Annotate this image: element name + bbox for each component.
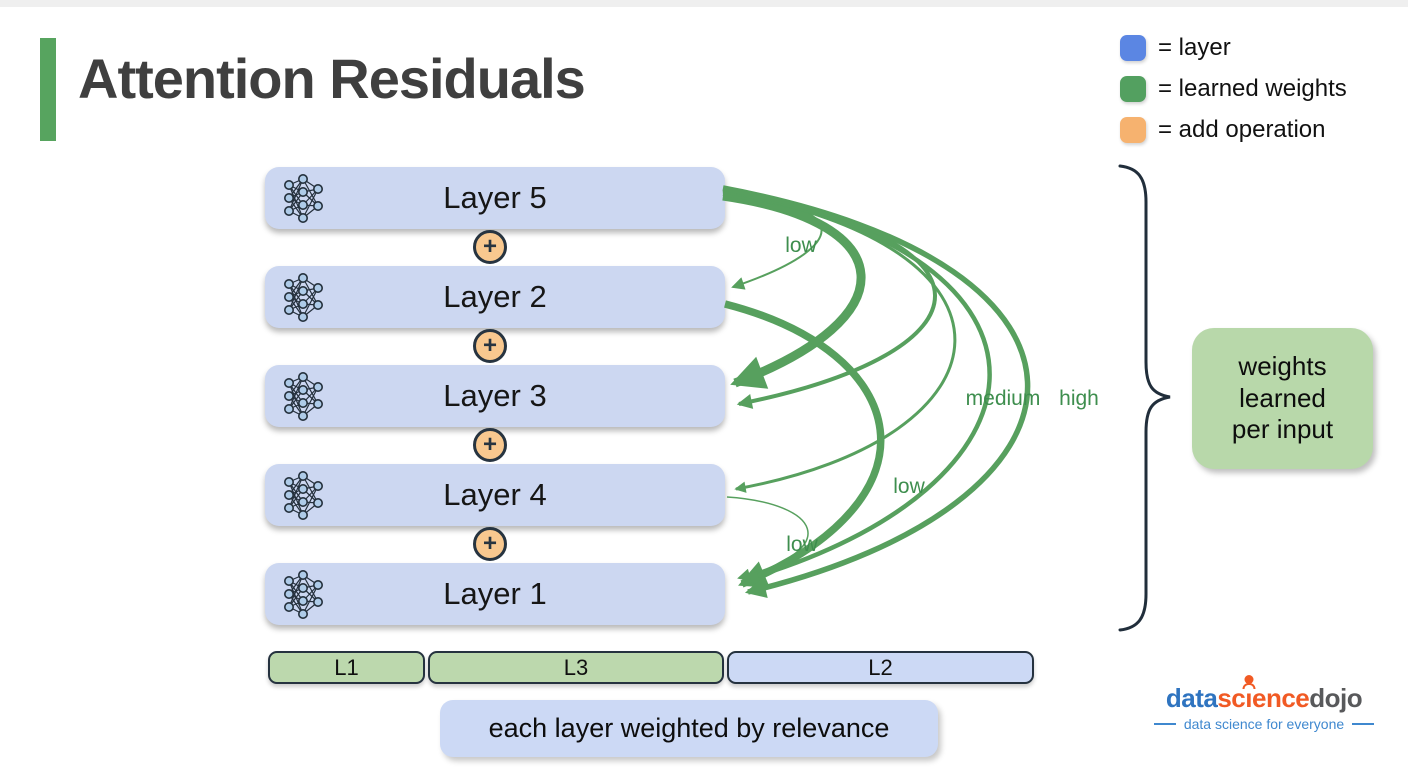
- layer-box-4: Layer 4: [265, 464, 725, 526]
- weight-label-high: high: [1059, 387, 1099, 410]
- neural-network-icon: [284, 273, 323, 322]
- residual-arrow-low-to-layer2: [722, 198, 823, 290]
- legend-item-add-operation: = add operation: [1120, 116, 1347, 143]
- bar-segment-l1: L1: [268, 651, 425, 684]
- weights-box-line: learned: [1239, 382, 1326, 413]
- residual-arrow-thick-to-layer3: [722, 191, 866, 389]
- legend-label: = add operation: [1158, 115, 1326, 143]
- logo-tagline: data science for everyone: [1150, 716, 1378, 732]
- curly-brace: [1118, 164, 1171, 632]
- residual-arrow-high-to-layer1: [722, 185, 1031, 598]
- layer-label: Layer 1: [443, 576, 547, 611]
- tagline-dash: [1352, 722, 1375, 725]
- weights-box-line: weights: [1238, 350, 1327, 381]
- weight-label-low: low: [786, 533, 818, 556]
- bar-segment-l3: L3: [428, 651, 724, 684]
- weight-label-medium: medium: [966, 387, 1041, 410]
- bar-segment-l2: L2: [727, 651, 1034, 684]
- add-operation-icon: +: [473, 428, 507, 462]
- tagline-dash: [1153, 722, 1176, 725]
- top-edge-strip: [0, 0, 1408, 7]
- legend-label: = learned weights: [1158, 74, 1347, 102]
- layer-box-5: Layer 5: [265, 167, 725, 229]
- residual-arrow-low-to-layer1: [726, 496, 809, 582]
- layer-label: Layer 2: [443, 279, 547, 314]
- caption-box: each layer weighted by relevance: [440, 700, 938, 757]
- tagline-text: data science for everyone: [1183, 715, 1345, 732]
- weights-box-line: per input: [1231, 414, 1334, 445]
- layer-color-swatch: [1120, 34, 1146, 61]
- neural-network-icon: [284, 372, 323, 421]
- residual-arrow-to-layer3: [722, 192, 937, 409]
- weight-label-low: low: [785, 234, 817, 257]
- learned-weights-color-swatch: [1120, 75, 1146, 102]
- title-accent-bar: [40, 38, 56, 141]
- logo-part-dojo: dojo: [1309, 683, 1363, 713]
- weight-label-low: low: [893, 475, 925, 498]
- legend: = layer = learned weights = add operatio…: [1120, 34, 1347, 143]
- layer-box-1: Layer 1: [265, 563, 725, 625]
- layer-label: Layer 4: [443, 477, 547, 512]
- legend-item-layer: = layer: [1120, 34, 1347, 61]
- add-operation-icon: +: [473, 527, 507, 561]
- residual-arrow-medium-to-layer1: [722, 187, 992, 585]
- add-operation-icon: +: [473, 329, 507, 363]
- layer-box-3: Layer 3: [265, 365, 725, 427]
- add-operation-icon: +: [473, 230, 507, 264]
- logo-person-icon: ı: [1242, 675, 1256, 713]
- legend-label: = layer: [1158, 33, 1231, 61]
- logo-part-data: data: [1165, 683, 1218, 713]
- add-operation-color-swatch: [1120, 116, 1146, 143]
- neural-network-icon: [284, 471, 323, 520]
- neural-network-icon: [284, 174, 323, 223]
- residual-arrow-low-to-layer4: [722, 190, 957, 493]
- layer-box-2: Layer 2: [265, 266, 725, 328]
- layer-label: Layer 3: [443, 378, 547, 413]
- layer-label: Layer 5: [443, 180, 547, 215]
- residual-arrow-thick-to-layer1: [724, 300, 885, 588]
- legend-item-learned-weights: = learned weights: [1120, 75, 1347, 102]
- neural-network-icon: [284, 570, 323, 619]
- page-title: Attention Residuals: [78, 47, 586, 110]
- weights-learned-box: weights learned per input: [1192, 328, 1373, 469]
